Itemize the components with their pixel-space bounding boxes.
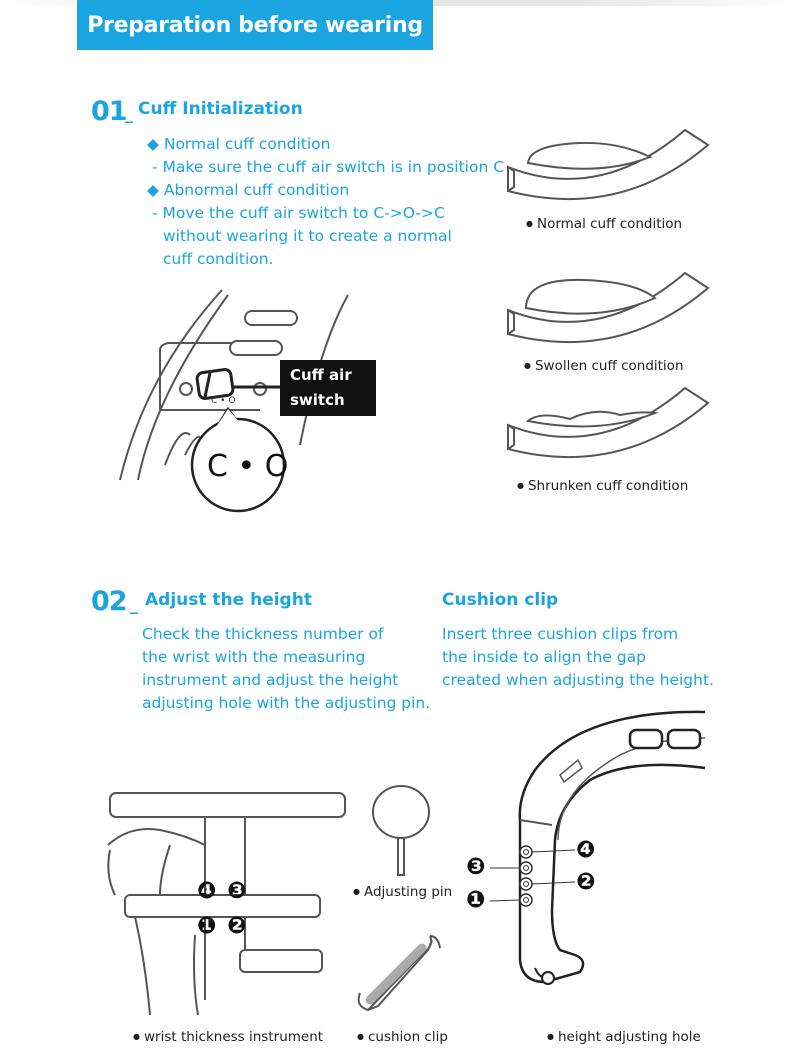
instrument-marker-1: ❶ [197,913,217,939]
cushion-clip-illustration [357,935,441,1012]
caption-adjusting-pin: Adjusting pin [353,884,452,900]
wrist-thickness-instrument-illustration [107,792,346,1016]
shrunken-cuff-illustration [507,386,710,459]
section-2-line-3: instrument and adjust the height [142,671,399,689]
instrument-marker-2: ❷ [227,913,247,939]
caption-shrunken-cuff: Shrunken cuff condition [517,478,688,494]
section-1-line-5: without wearing it to create a normal [163,227,452,245]
section-1-dash: _ [125,104,133,123]
hole-marker-2: ❷ [576,869,596,895]
section-2-title: Adjust the height [145,590,312,610]
section-2-line-1: Check the thickness number of [142,625,384,643]
instrument-marker-3: ❸ [227,878,247,904]
instrument-marker-4: ❹ [197,878,217,904]
hole-marker-1: ❶ [466,887,486,913]
caption-swollen-cuff: Swollen cuff condition [524,358,684,374]
caption-normal-cuff: Normal cuff condition [526,216,682,232]
section-1-line-3: ◆ Abnormal cuff condition [147,181,350,199]
section-2-dash: _ [130,595,138,614]
cushion-clip-line-2: the inside to align the gap [442,648,646,666]
cuff-air-switch-label: Cuff air switch [280,360,376,416]
hole-marker-3: ❸ [466,854,486,880]
cushion-clip-line-3: created when adjusting the height. [442,671,714,689]
hole-marker-4: ❹ [576,837,596,863]
caption-cushion-clip: cushion clip [357,1029,448,1045]
section-2-line-4: adjusting hole with the adjusting pin. [142,694,431,712]
section-1-line-6: cuff condition. [163,250,274,268]
section-1-title: Cuff Initialization [138,99,303,119]
section-1-line-1: ◆ Normal cuff condition [147,135,331,153]
section-2-line-2: the wrist with the measuring [142,648,366,666]
cuff-switch-illustration [119,289,349,513]
height-adjusting-hole-illustration [489,710,706,985]
switch-label-line-1: Cuff air [290,366,352,384]
swollen-cuff-illustration [507,271,710,344]
switch-label-line-2: switch [290,391,345,409]
cushion-clip-line-1: Insert three cushion clips from [442,625,679,643]
normal-cuff-illustration [507,128,710,201]
caption-height-adjusting-hole: height adjusting hole [547,1029,701,1045]
switch-small-label: C • O [211,396,236,406]
caption-wrist-instrument: wrist thickness instrument [133,1029,323,1045]
page-title: Preparation before wearing [77,0,433,50]
section-1-line-2: - Make sure the cuff air switch is in po… [152,158,505,176]
cushion-clip-title: Cushion clip [442,590,559,610]
section-2-number: 02 [91,586,128,617]
adjusting-pin-illustration [372,785,430,876]
section-1-number: 01 [91,96,128,127]
switch-zoom-label: C • O [207,449,289,484]
section-1-line-4: - Move the cuff air switch to C->O->C [152,204,445,222]
